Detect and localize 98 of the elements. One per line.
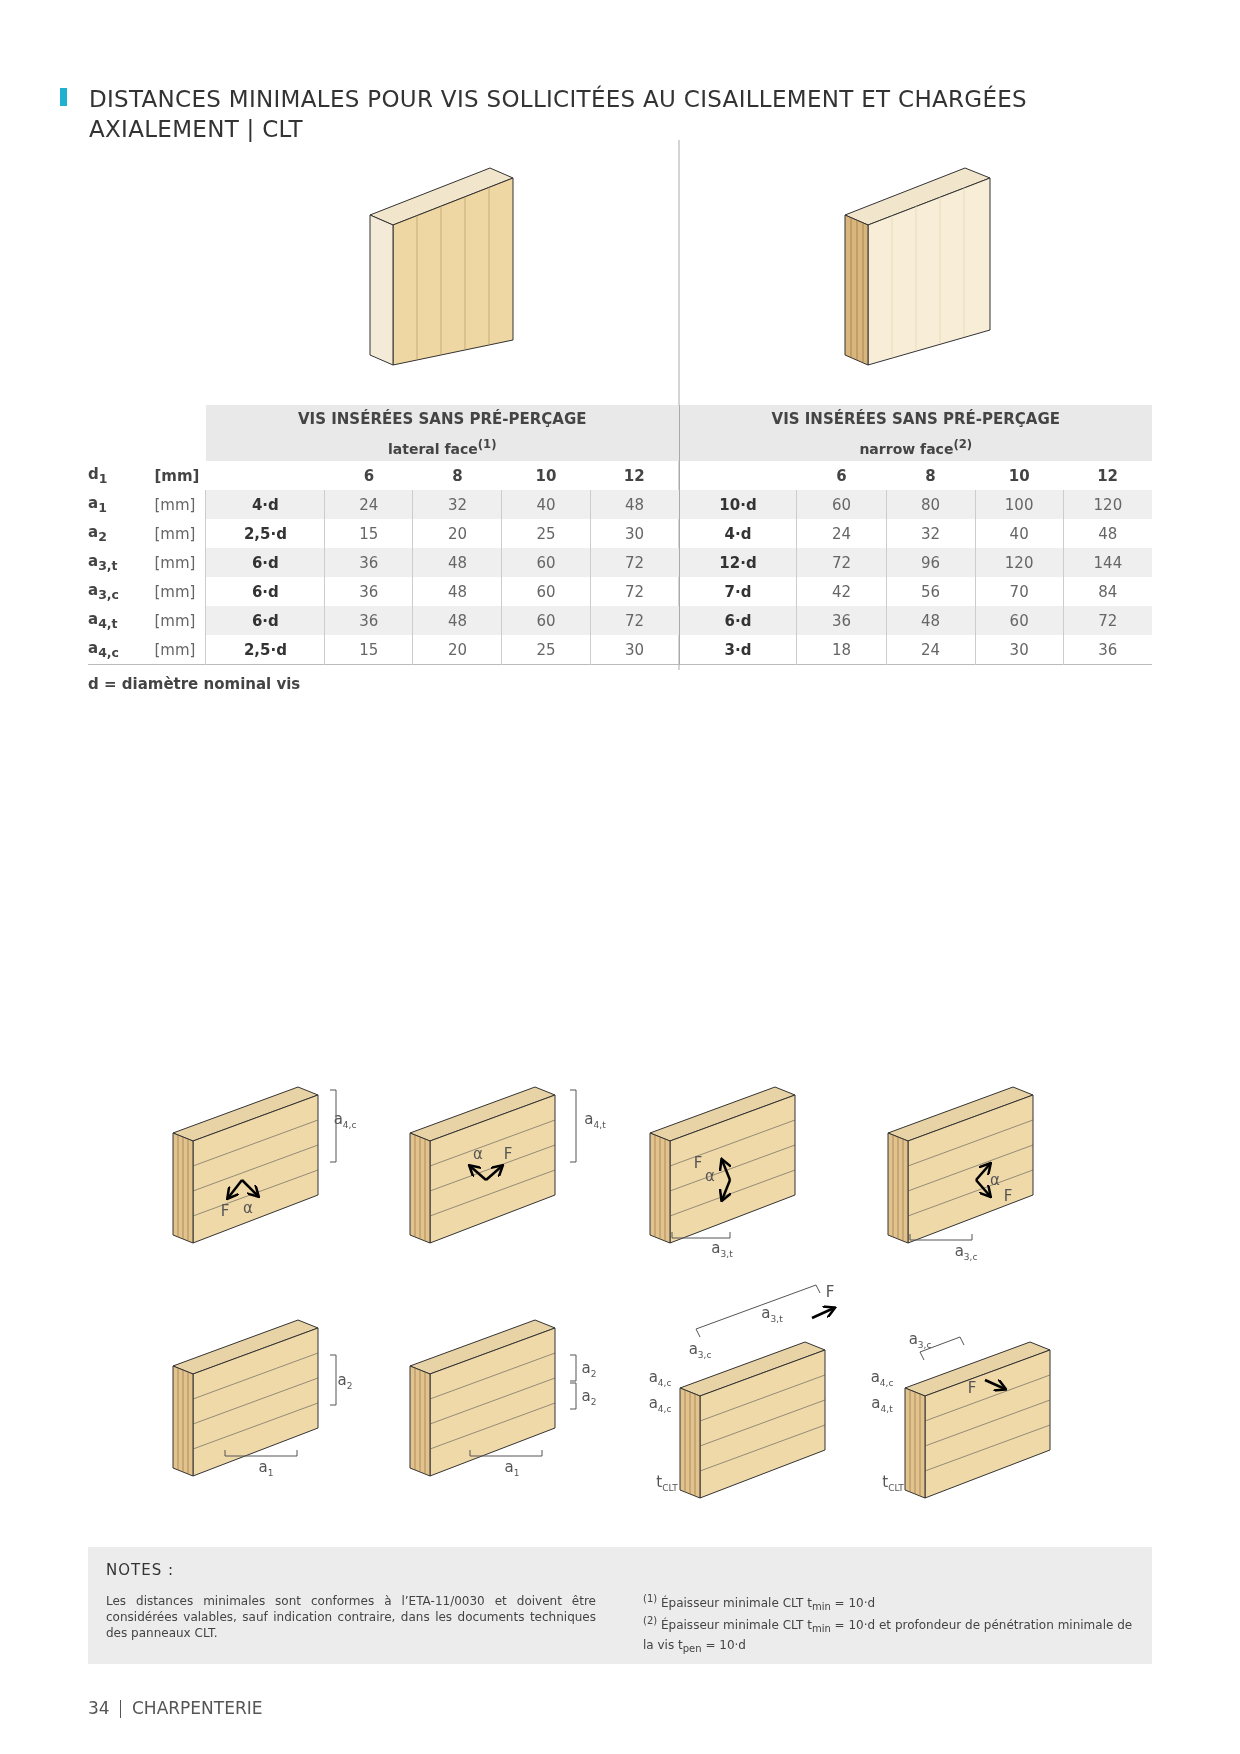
table-cell: [mm] xyxy=(154,577,206,606)
column-header: 10 xyxy=(501,461,590,490)
table-cell: 48 xyxy=(412,606,502,635)
table-cell: 72 xyxy=(590,548,680,577)
dimension-label: a$_{4,t}$ xyxy=(871,1394,893,1414)
dimension-label: a$_{1}$ xyxy=(504,1458,520,1478)
table-cell: 3·d xyxy=(679,635,797,665)
table-cell: 80 xyxy=(886,490,976,519)
column-group-header: narrow face$^{(2)}$ xyxy=(679,433,1152,461)
table-cell: [mm] xyxy=(154,519,206,548)
footnote-text: d = diamètre nominal vis xyxy=(88,675,301,693)
row-header: a$_{4,t}$ xyxy=(88,606,155,635)
dimension-label: α xyxy=(243,1199,253,1217)
dimension-label: a$_{2}$ xyxy=(581,1359,597,1379)
dimension-label: a$_{4,t}$ xyxy=(584,1110,606,1130)
column-group-header: lateral face$^{(1)}$ xyxy=(205,433,680,461)
table-cell: 72 xyxy=(796,548,886,577)
table-cell: 144 xyxy=(1063,548,1152,577)
column-group-header: VIS INSÉRÉES SANS PRÉ-PERÇAGE xyxy=(679,405,1152,433)
column-header: 6 xyxy=(324,461,413,490)
table-cell: 6·d xyxy=(205,606,325,635)
column-header: d$_{1}$ xyxy=(88,464,109,488)
table-cell: 48 xyxy=(412,548,502,577)
dimension-label: a$_{4,c}$ xyxy=(648,1394,672,1414)
table-cell: [mm] xyxy=(154,490,206,519)
table-cell: 120 xyxy=(1063,490,1152,519)
table-cell: 48 xyxy=(886,606,976,635)
table-cell: 60 xyxy=(501,606,590,635)
table-cell: 30 xyxy=(975,635,1064,665)
table-cell: 72 xyxy=(590,606,680,635)
table-cell: 60 xyxy=(501,548,590,577)
notes-heading: NOTES : xyxy=(106,1561,174,1579)
dimension-label: F xyxy=(220,1202,230,1220)
column-header: 6 xyxy=(796,461,886,490)
dimension-label: F xyxy=(1003,1187,1013,1205)
column-header: 12 xyxy=(1063,461,1152,490)
column-header: [mm] xyxy=(154,461,206,490)
table-cell: 18 xyxy=(796,635,886,665)
dimension-label: α xyxy=(990,1171,1000,1189)
column-header: 8 xyxy=(412,461,502,490)
table-cell: 25 xyxy=(501,635,590,665)
table-cell: 36 xyxy=(1063,635,1152,665)
row-header: a$_{1}$ xyxy=(88,490,155,519)
row-header: a$_{3,t}$ xyxy=(88,548,155,577)
dimension-label: a$_{3,c}$ xyxy=(688,1340,712,1360)
table-cell: [mm] xyxy=(154,606,206,635)
dimension-label: F xyxy=(503,1145,513,1163)
table-cell: 6·d xyxy=(205,548,325,577)
table-cell: 6·d xyxy=(679,606,797,635)
table-cell: [mm] xyxy=(154,635,206,665)
table-cell: 120 xyxy=(975,548,1064,577)
table-cell: 20 xyxy=(412,635,502,665)
table-cell: 72 xyxy=(1063,606,1152,635)
dimension-label: t$_{CLT}$ xyxy=(882,1473,904,1493)
dimension-label: t$_{CLT}$ xyxy=(656,1473,678,1493)
table-cell: 36 xyxy=(796,606,886,635)
dimension-label: F xyxy=(825,1283,835,1301)
dimension-label: a$_{4,c}$ xyxy=(648,1368,672,1388)
table-cell: 40 xyxy=(501,490,590,519)
table-cell: [mm] xyxy=(154,548,206,577)
dimension-label: a$_{2}$ xyxy=(581,1387,597,1407)
dimension-label: F xyxy=(967,1379,977,1397)
dimension-label: a$_{4,c}$ xyxy=(870,1368,894,1388)
footnote-text: $^{(2)}$ Épaisseur minimale CLT t$_{min}$ = 10·d et profondeur de pénétration minimale de la vis t$_{pen}$ = 10·d xyxy=(643,1614,1134,1657)
dimension-label: a$_{1}$ xyxy=(258,1458,274,1478)
table-cell: 4·d xyxy=(205,490,325,519)
dimension-label: a$_{3,t}$ xyxy=(711,1239,733,1259)
page-title: DISTANCES MINIMALES POUR VIS SOLLICITÉES AU CISAILLEMENT ET CHARGÉES AXIALEMENT | CLT xyxy=(89,84,1028,144)
table-cell: 15 xyxy=(324,635,413,665)
table-cell: 48 xyxy=(590,490,680,519)
column-header: 10 xyxy=(975,461,1064,490)
table-cell: 36 xyxy=(324,548,413,577)
page-number: 34 xyxy=(88,1698,110,1718)
table-cell: 96 xyxy=(886,548,976,577)
dimension-label: α xyxy=(705,1167,715,1185)
dimension-label: a$_{3,c}$ xyxy=(908,1330,932,1350)
table-cell: 100 xyxy=(975,490,1064,519)
dimension-label: α xyxy=(473,1145,483,1163)
dimension-label: F xyxy=(693,1154,703,1172)
table-cell: 32 xyxy=(412,490,502,519)
dimension-label: a$_{3,t}$ xyxy=(761,1304,783,1324)
table-cell: 2,5·d xyxy=(205,635,325,665)
table-cell: 36 xyxy=(324,606,413,635)
table-cell: 60 xyxy=(796,490,886,519)
table-cell: 24 xyxy=(324,490,413,519)
section-name: CHARPENTERIE xyxy=(132,1698,263,1718)
table-cell: 10·d xyxy=(679,490,797,519)
footnote-text: $^{(1)}$ Épaisseur minimale CLT t$_{min}$ = 10·d xyxy=(643,1592,877,1615)
dimension-label: a$_{2}$ xyxy=(337,1371,353,1391)
note-text: Les distances minimales sont conformes à l’ETA-11/0030 et doivent être considérées valables, sauf indication contraire, dans les documents techniques des panneaux CLT. xyxy=(106,1593,596,1641)
table-cell: 24 xyxy=(886,635,976,665)
table-cell: 60 xyxy=(975,606,1064,635)
dimension-label: a$_{4,c}$ xyxy=(333,1110,357,1130)
table-cell: 30 xyxy=(590,635,680,665)
table-cell: 12·d xyxy=(679,548,797,577)
column-header: 8 xyxy=(886,461,976,490)
column-group-header: VIS INSÉRÉES SANS PRÉ-PERÇAGE xyxy=(205,405,680,433)
dimension-label: a$_{3,c}$ xyxy=(954,1242,978,1262)
